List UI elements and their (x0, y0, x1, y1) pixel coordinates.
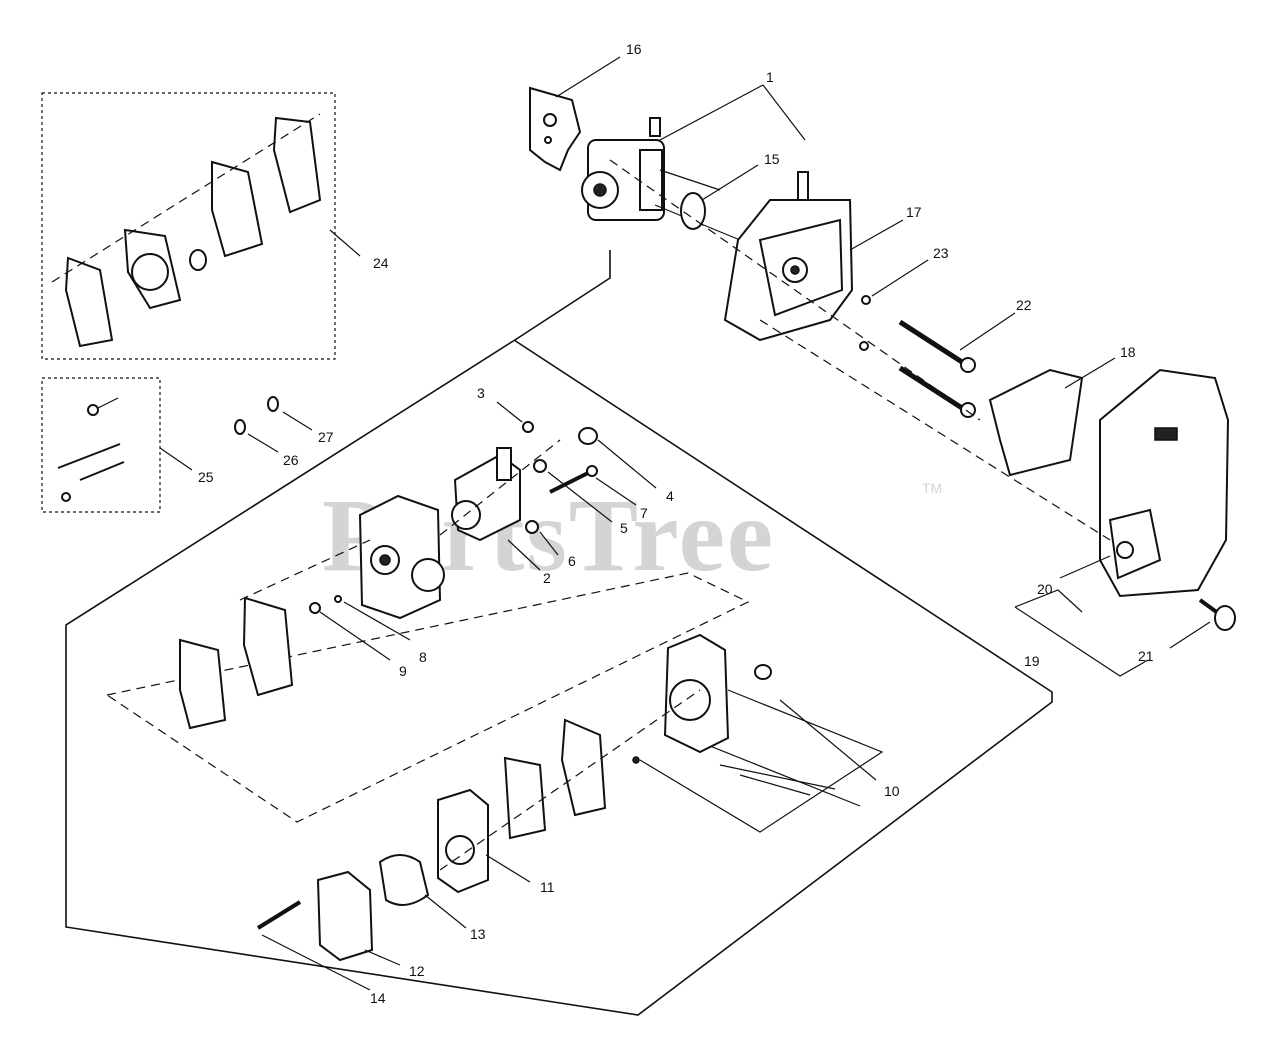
part-20-air-cover (1099, 368, 1230, 598)
part-4-fitting (578, 427, 598, 445)
part-23-washer-2 (859, 341, 869, 351)
alignment-line-1 (609, 159, 981, 421)
part-13-primer-bulb (378, 854, 430, 906)
callout-3: 3 (477, 385, 485, 401)
leader-lines (159, 56, 1211, 991)
part-17-air-box (723, 171, 854, 342)
part-11-housing (437, 788, 489, 894)
part-14-screw (256, 900, 302, 930)
part-12-cover (316, 870, 374, 962)
part-27-plug (267, 396, 279, 412)
part-23-washer (861, 295, 871, 305)
callout-4: 4 (666, 488, 674, 504)
callout-19: 19 (1024, 653, 1040, 669)
part-24-kit-items (51, 113, 322, 348)
group-19-bracket (1014, 589, 1083, 613)
part-7-screw (549, 465, 598, 494)
part-26-plug (234, 419, 246, 435)
kit-box-24 (41, 92, 336, 360)
part-21-knob (1198, 598, 1236, 631)
part-8-carb-body (358, 494, 445, 620)
inner-gaskets (179, 596, 294, 730)
callout-27: 27 (318, 429, 334, 445)
alignment-line-3 (439, 439, 561, 536)
callout-1: 1 (766, 69, 774, 85)
part-22-bolts (898, 319, 976, 418)
gasket-set-outline (106, 572, 750, 823)
callout-9: 9 (399, 663, 407, 679)
callout-26: 26 (283, 452, 299, 468)
callout-23: 23 (933, 245, 949, 261)
callout-7: 7 (640, 505, 648, 521)
part-2-throttle (451, 447, 521, 542)
alignment-line-2 (759, 319, 1111, 541)
part-18-air-filter (988, 368, 1084, 477)
part-5-washer (533, 459, 547, 473)
callout-25: 25 (198, 469, 214, 485)
part-6-spring (525, 520, 539, 534)
callout-2: 2 (543, 570, 551, 586)
part-9-screw (309, 595, 342, 614)
part-11-diaphragm (560, 718, 607, 817)
callout-18: 18 (1120, 344, 1136, 360)
callout-20: 20 (1037, 581, 1053, 597)
carburetor-assembly-outline (65, 250, 1053, 1016)
callout-8: 8 (419, 649, 427, 665)
watermark-trademark: TM (922, 480, 942, 496)
part-16-gasket (529, 86, 582, 172)
callout-5: 5 (620, 520, 628, 536)
alignment-line-5 (439, 689, 701, 871)
callout-13: 13 (470, 926, 486, 942)
callout-15: 15 (764, 151, 780, 167)
callout-14: 14 (370, 990, 386, 1006)
callout-10: 10 (884, 783, 900, 799)
part-25-kit-items (57, 397, 125, 502)
part-11-gasket (503, 756, 547, 840)
part-3-screw (522, 421, 534, 433)
part-1-carburetor (581, 117, 741, 241)
callout-11: 11 (540, 879, 555, 895)
callout-12: 12 (409, 963, 425, 979)
alignment-line-4 (239, 539, 371, 601)
kit-box-25 (41, 377, 161, 513)
callout-21: 21 (1138, 648, 1154, 664)
callout-24: 24 (373, 255, 389, 271)
callout-numbers: 1 2 3 4 5 6 7 8 9 10 11 12 13 14 15 16 1… (198, 41, 1154, 1006)
callout-22: 22 (1016, 297, 1032, 313)
callout-16: 16 (626, 41, 642, 57)
part-15-o-ring (680, 192, 706, 230)
callout-17: 17 (906, 204, 922, 220)
callout-6: 6 (568, 553, 576, 569)
